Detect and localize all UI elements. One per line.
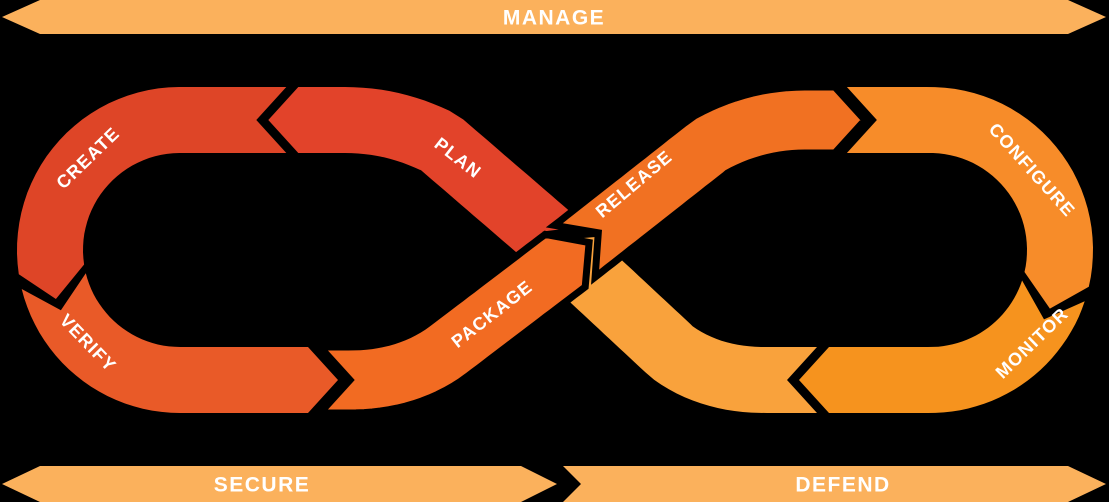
segment-plan (268, 87, 587, 277)
secure-bar (2, 466, 557, 502)
segment-loopback (551, 236, 817, 413)
segment-configure (846, 87, 1093, 309)
segment-package (312, 230, 593, 417)
defend-bar-label: DEFEND (795, 474, 890, 497)
manage-bar (2, 0, 1106, 34)
segment-monitor (799, 280, 1085, 413)
secure-bar-label: SECURE (214, 474, 311, 497)
segment-release (545, 83, 870, 285)
manage-bar-label: MANAGE (503, 7, 605, 30)
segment-create (17, 87, 287, 299)
segment-verify (21, 273, 338, 413)
defend-bar (563, 466, 1106, 502)
